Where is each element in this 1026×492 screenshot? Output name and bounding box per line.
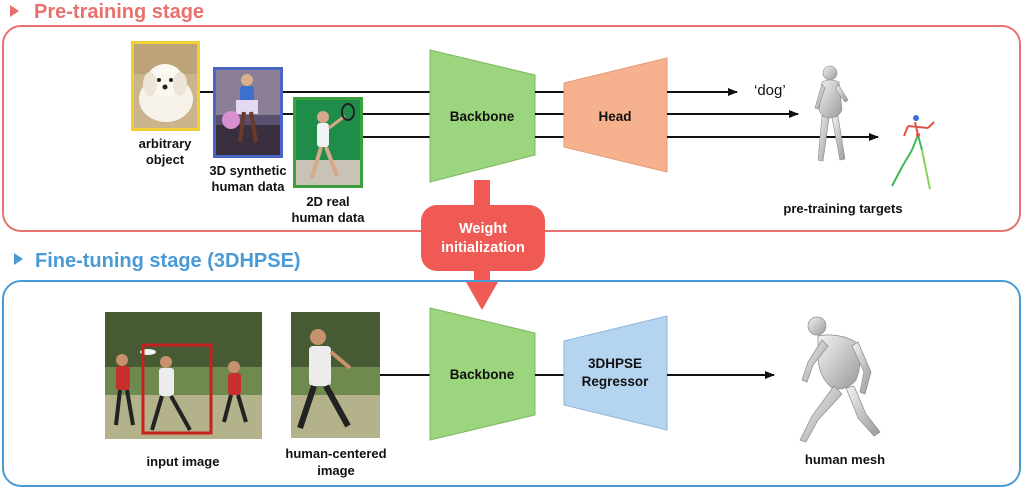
- arbitrary-object-label-1: arbitrary: [139, 136, 193, 151]
- human-centered-label-2: image: [317, 463, 355, 478]
- finetune-backbone-block: [429, 307, 536, 441]
- input-image-label: input image: [147, 454, 220, 469]
- synthetic-label-2: human data: [212, 179, 286, 194]
- pretrain-backbone-label: Backbone: [450, 109, 515, 124]
- regressor-block: [563, 315, 668, 431]
- human-mesh-icon: [814, 65, 849, 162]
- head-block: [563, 57, 668, 173]
- synthetic-label-1: 3D synthetic: [209, 163, 286, 178]
- weight-init-label-2: initialization: [441, 240, 525, 256]
- human-mesh-label: human mesh: [805, 452, 885, 467]
- arbitrary-object-label-2: object: [146, 152, 185, 167]
- finetune-title: Fine-tuning stage (3DHPSE): [35, 250, 301, 272]
- regressor-label-2: Regressor: [582, 374, 650, 389]
- weight-init-label-1: Weight: [459, 221, 507, 237]
- input-image: [105, 312, 262, 439]
- regressor-label-1: 3DHPSE: [588, 356, 642, 371]
- weight-init-arrow-icon: [466, 282, 498, 310]
- pretrain-title: Pre-training stage: [34, 1, 204, 23]
- dog-target-label: ‘dog’: [754, 82, 786, 99]
- weight-init-box: [421, 205, 545, 271]
- head-label: Head: [598, 109, 631, 124]
- stage-marker-icon: [14, 253, 23, 265]
- human-centered-label-1: human-centered: [285, 446, 386, 461]
- finetune-backbone-label: Backbone: [450, 367, 515, 382]
- skeleton-icon: [891, 115, 935, 190]
- stage-marker-icon: [10, 5, 19, 17]
- real2d-label-1: 2D real: [306, 194, 349, 209]
- synthetic-human-photo: [213, 67, 283, 158]
- pretrain-targets-label: pre-training targets: [783, 201, 902, 216]
- finetune-panel: [2, 280, 1021, 487]
- human-mesh-icon: [799, 316, 881, 443]
- real2d-label-2: human data: [292, 210, 366, 225]
- human-centered-image: [291, 312, 380, 438]
- dog-photo: [131, 41, 200, 131]
- pretrain-backbone-block: [429, 49, 536, 183]
- real-human-photo: [293, 97, 363, 188]
- weight-init-connector: [474, 180, 490, 210]
